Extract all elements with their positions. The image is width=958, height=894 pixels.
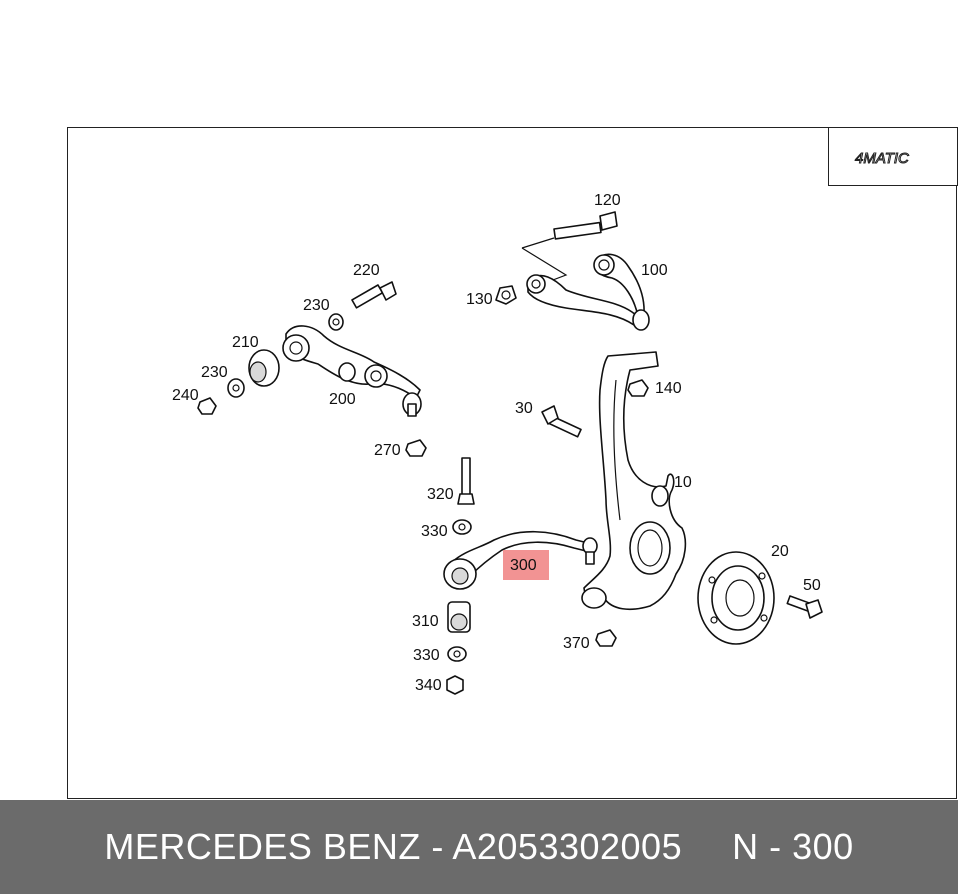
callout-300: 300 [510, 557, 537, 574]
diagram-frame [67, 127, 957, 799]
lower-control-arm-rear[interactable] [443, 457, 598, 695]
callout-labels: 120 100 130 220 230 210 230 240 200 140 … [172, 192, 821, 694]
callout-130: 130 [466, 291, 493, 308]
footer-caption: MERCEDES BENZ - A2053302005 N - 300 [0, 800, 958, 894]
callout-270: 270 [374, 442, 401, 459]
callout-50: 50 [803, 577, 821, 594]
callout-20: 20 [771, 543, 789, 560]
callout-230: 230 [201, 364, 228, 381]
callout-230: 230 [303, 297, 330, 314]
callout-310: 310 [412, 613, 439, 630]
part-number-caption: MERCEDES BENZ - A2053302005 [104, 826, 683, 867]
callout-10: 10 [674, 474, 692, 491]
callout-120: 120 [594, 192, 621, 209]
upper-control-arm[interactable] [495, 211, 650, 331]
callout-100: 100 [641, 262, 668, 279]
4matic-badge: 4MATIC [828, 127, 958, 186]
position-reference: N - 300 [732, 826, 854, 867]
callout-200: 200 [329, 391, 356, 408]
callout-370: 370 [563, 635, 590, 652]
suspension-exploded-diagram: 120 100 130 220 230 210 230 240 200 140 … [172, 192, 823, 695]
callout-210: 210 [232, 334, 259, 351]
wheel-hub[interactable] [697, 551, 823, 645]
lower-control-arm-front[interactable] [197, 281, 427, 457]
callout-140: 140 [655, 380, 682, 397]
callout-300-highlight [503, 550, 549, 580]
callout-330: 330 [421, 523, 448, 540]
callout-220: 220 [353, 262, 380, 279]
steering-knuckle[interactable] [541, 351, 687, 647]
callout-320: 320 [427, 486, 454, 503]
callout-240: 240 [172, 387, 199, 404]
callout-330: 330 [413, 647, 440, 664]
callout-340: 340 [415, 677, 442, 694]
4matic-badge-text: 4MATIC [855, 150, 909, 167]
callout-30: 30 [515, 400, 533, 417]
